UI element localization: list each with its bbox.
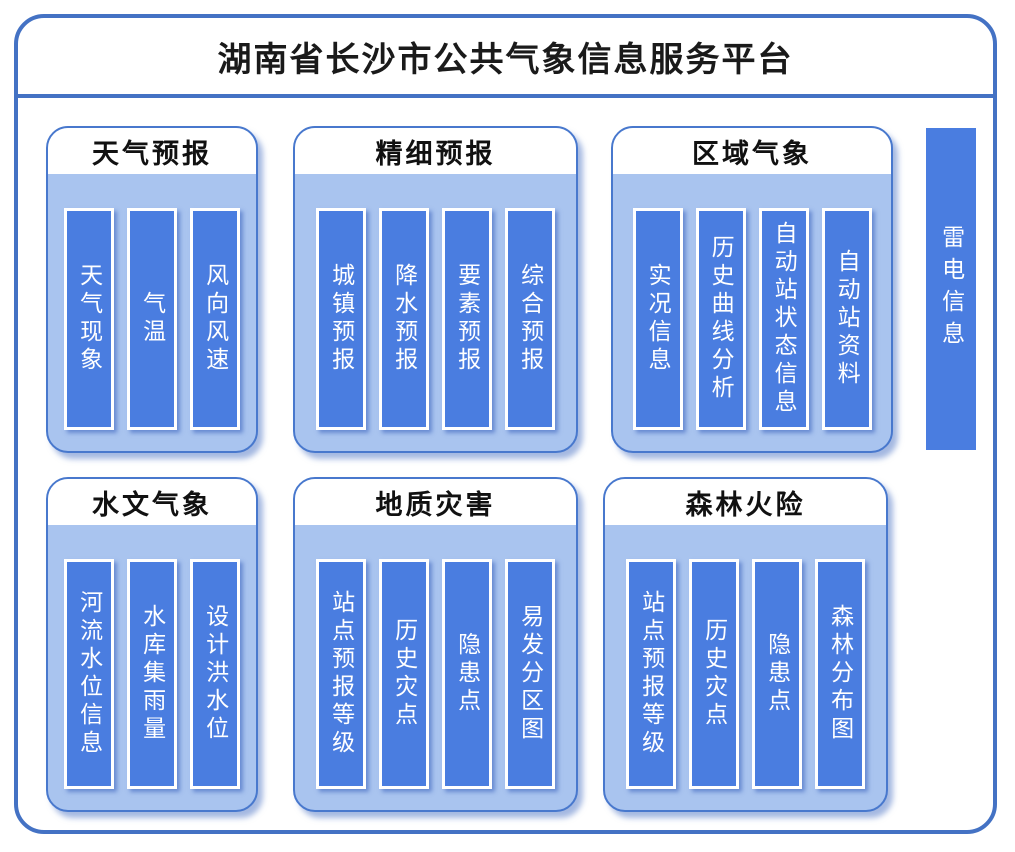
sub-item-label: 实况信息 xyxy=(645,263,672,375)
sub-item-bar: 水库集雨量 xyxy=(127,559,177,789)
sub-item-label: 历史灾点 xyxy=(391,618,418,730)
sub-item-label: 森林分布图 xyxy=(827,604,854,744)
sub-item-bar: 森林分布图 xyxy=(815,559,865,789)
sub-item-label: 要素预报 xyxy=(454,263,481,375)
sub-item-label: 易发分区图 xyxy=(517,604,544,744)
panel-body: 站点预报等级 历史灾点 隐患点 易发分区图 xyxy=(295,525,576,810)
sub-item-bar: 城镇预报 xyxy=(316,208,366,430)
sub-item-label: 自动站资料 xyxy=(834,249,861,389)
sub-item-bar: 设计洪水位 xyxy=(190,559,240,789)
sub-item-bar: 历史灾点 xyxy=(379,559,429,789)
outer-frame: 湖南省长沙市公共气象信息服务平台 xyxy=(14,14,997,834)
panel-body: 站点预报等级 历史灾点 隐患点 森林分布图 xyxy=(605,525,886,810)
sub-item-bar: 自动站资料 xyxy=(821,208,872,430)
page-title: 湖南省长沙市公共气象信息服务平台 xyxy=(217,40,794,79)
sub-item-bar: 自动站状态信息 xyxy=(758,208,809,430)
sub-item-bar: 隐患点 xyxy=(752,559,802,789)
sub-item-bar: 降水预报 xyxy=(379,208,429,430)
panel-hydrology: 水文气象 河流水位信息 水库集雨量 设计洪水位 xyxy=(46,477,258,812)
sub-item-bar: 河流水位信息 xyxy=(64,559,114,789)
sub-item-bar: 天气现象 xyxy=(64,208,114,430)
sub-item-label: 自动站状态信息 xyxy=(771,221,798,417)
sub-item-label: 设计洪水位 xyxy=(202,604,229,744)
panel-weather-forecast: 天气预报 天气现象 气温 风向风速 xyxy=(46,126,258,453)
sub-item-bar: 风向风速 xyxy=(190,208,240,430)
panel-body: 天气现象 气温 风向风速 xyxy=(48,174,256,451)
sub-item-bar: 易发分区图 xyxy=(505,559,555,789)
sub-item-label: 历史曲线分析 xyxy=(708,235,735,403)
sub-item-label: 风向风速 xyxy=(202,263,229,375)
sub-item-label: 气温 xyxy=(139,291,166,347)
sub-item-label: 隐患点 xyxy=(454,632,481,716)
sub-item-label: 河流水位信息 xyxy=(76,590,103,758)
sub-item-bar: 实况信息 xyxy=(632,208,683,430)
sub-item-bar: 综合预报 xyxy=(505,208,555,430)
panel-title: 森林火险 xyxy=(605,479,886,525)
sub-item-bar: 要素预报 xyxy=(442,208,492,430)
sub-item-bar: 站点预报等级 xyxy=(626,559,676,789)
sub-item-bar: 历史灾点 xyxy=(689,559,739,789)
lightning-info-label: 雷电信息 xyxy=(938,225,965,353)
sub-item-label: 城镇预报 xyxy=(328,263,355,375)
panel-title: 天气预报 xyxy=(48,128,256,174)
panel-body: 城镇预报 降水预报 要素预报 综合预报 xyxy=(295,174,576,451)
sub-item-bar: 气温 xyxy=(127,208,177,430)
panel-title: 区域气象 xyxy=(613,128,891,174)
panel-body: 河流水位信息 水库集雨量 设计洪水位 xyxy=(48,525,256,810)
panel-title: 地质灾害 xyxy=(295,479,576,525)
sub-item-label: 站点预报等级 xyxy=(328,590,355,758)
sub-item-label: 水库集雨量 xyxy=(139,604,166,744)
sub-item-label: 天气现象 xyxy=(76,263,103,375)
panel-title: 精细预报 xyxy=(295,128,576,174)
sub-item-label: 站点预报等级 xyxy=(638,590,665,758)
panel-geological-disaster: 地质灾害 站点预报等级 历史灾点 隐患点 易发分区图 xyxy=(293,477,578,812)
title-band: 湖南省长沙市公共气象信息服务平台 xyxy=(18,18,993,98)
panel-title: 水文气象 xyxy=(48,479,256,525)
lightning-info-bar: 雷电信息 xyxy=(926,128,976,450)
sub-item-label: 降水预报 xyxy=(391,263,418,375)
sub-item-bar: 隐患点 xyxy=(442,559,492,789)
sub-item-label: 隐患点 xyxy=(764,632,791,716)
panel-body: 实况信息 历史曲线分析 自动站状态信息 自动站资料 xyxy=(613,174,891,451)
panel-regional-meteorology: 区域气象 实况信息 历史曲线分析 自动站状态信息 自动站资料 xyxy=(611,126,893,453)
sub-item-bar: 站点预报等级 xyxy=(316,559,366,789)
panel-fine-forecast: 精细预报 城镇预报 降水预报 要素预报 综合预报 xyxy=(293,126,578,453)
sub-item-label: 历史灾点 xyxy=(701,618,728,730)
panel-forest-fire: 森林火险 站点预报等级 历史灾点 隐患点 森林分布图 xyxy=(603,477,888,812)
sub-item-bar: 历史曲线分析 xyxy=(695,208,746,430)
sub-item-label: 综合预报 xyxy=(517,263,544,375)
